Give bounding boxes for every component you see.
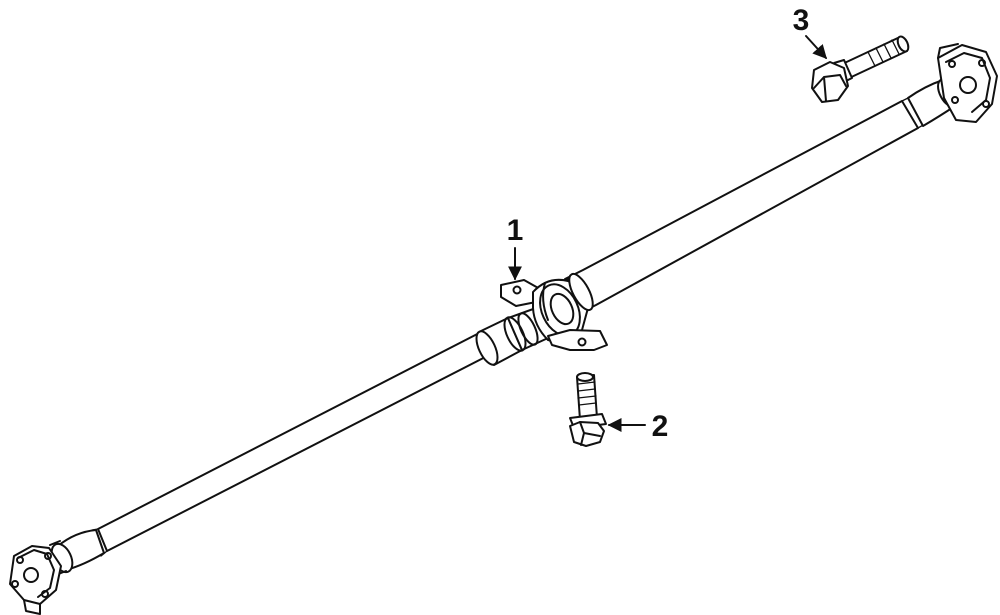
callout-2: 2 xyxy=(607,410,669,443)
rear-flange xyxy=(937,43,998,123)
callout-number-3: 3 xyxy=(793,4,810,37)
bearing-bolt xyxy=(569,372,607,447)
front-flange xyxy=(9,545,62,615)
callout-1: 1 xyxy=(507,214,524,281)
callout-number-2: 2 xyxy=(652,410,669,443)
flange-bolt xyxy=(811,35,910,103)
callout-number-1: 1 xyxy=(507,214,524,247)
rear-shaft-tube xyxy=(564,96,926,312)
front-universal-joint xyxy=(49,529,105,576)
callout-3: 3 xyxy=(793,4,827,60)
front-shaft-tube xyxy=(91,328,498,557)
